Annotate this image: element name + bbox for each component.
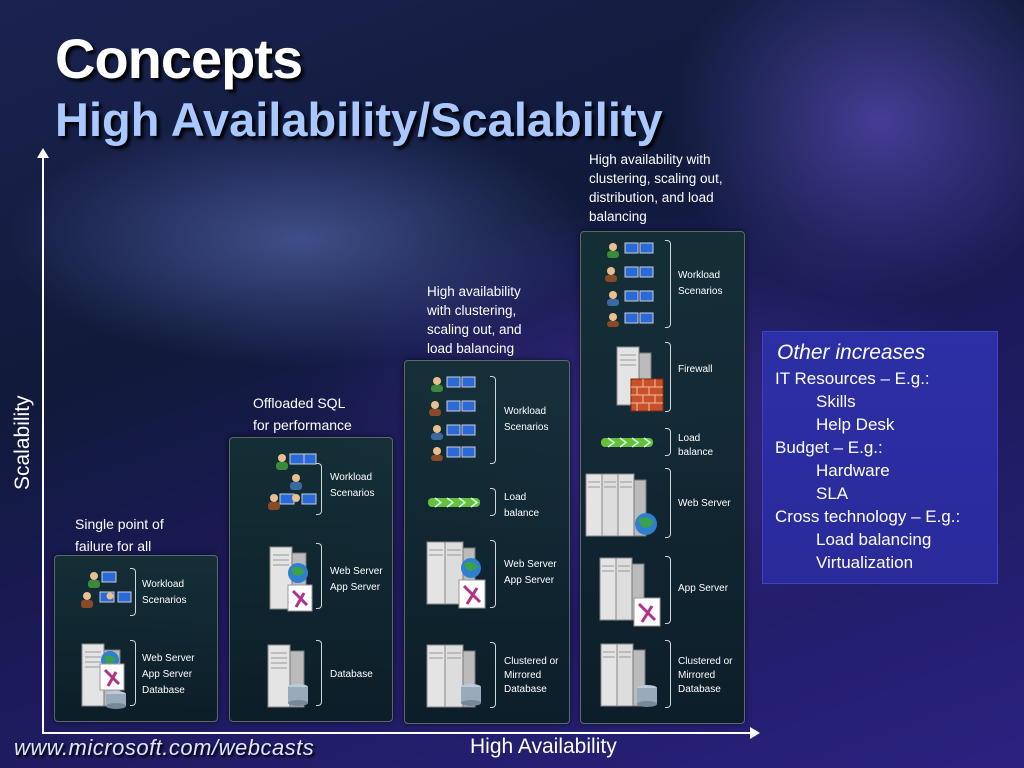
row-label-workload: Workload Scenarios xyxy=(330,472,375,499)
list-item: Skills xyxy=(816,392,856,411)
row-label-workload: Workload Scenarios xyxy=(142,579,187,606)
list-item: IT Resources – E.g.: xyxy=(775,369,930,388)
row-label-server: Web Server App Server xyxy=(504,559,557,586)
brace xyxy=(665,556,671,624)
row-label-web-server: Web Server xyxy=(678,498,731,509)
server-globe-icon xyxy=(268,545,318,618)
caption-distribution: High availability with clustering, scali… xyxy=(589,152,723,224)
users-icon xyxy=(603,241,655,332)
row-label-database: Clustered or Mirrored Database xyxy=(678,656,733,695)
caption-single-point: Single point of failure for all xyxy=(75,516,164,554)
users-icon xyxy=(427,375,477,466)
brace xyxy=(665,342,671,412)
row-label-firewall: Firewall xyxy=(678,364,713,375)
database-server-icon xyxy=(266,643,312,714)
row-label-server: Web Server App Server xyxy=(330,566,383,593)
brace xyxy=(316,463,322,515)
database-cluster-icon xyxy=(599,642,661,715)
brace xyxy=(316,640,322,706)
list-item: Help Desk xyxy=(816,415,895,434)
brace xyxy=(665,240,671,328)
brace xyxy=(490,642,496,708)
brace xyxy=(490,488,496,516)
list-item: Hardware xyxy=(816,461,890,480)
brace xyxy=(665,428,671,456)
caption-clustering: High availability with clustering, scali… xyxy=(427,284,522,356)
stage-column-1 xyxy=(54,555,218,722)
server-cluster-icon xyxy=(425,540,493,615)
subtitle: High Availability/Scalability xyxy=(55,93,663,146)
caption-offloaded-sql: Offloaded SQL for performance xyxy=(253,395,352,433)
list-item: SLA xyxy=(816,484,849,503)
brace xyxy=(130,568,136,616)
brace xyxy=(316,543,322,609)
y-axis xyxy=(37,148,49,734)
firewall-icon xyxy=(613,345,665,418)
brace xyxy=(665,640,671,708)
brace xyxy=(665,468,671,538)
row-label-database: Clustered or Mirrored Database xyxy=(504,656,559,695)
x-axis-label: High Availability xyxy=(470,735,617,758)
web-server-cluster-icon xyxy=(584,470,660,547)
app-server-cluster-icon xyxy=(598,556,664,633)
row-label-load-balance: Load balance xyxy=(504,492,540,519)
y-axis-label: Scalability xyxy=(11,395,34,490)
stage-column-2 xyxy=(229,437,393,722)
users-icon xyxy=(266,452,318,519)
list-item: Cross technology – E.g.: xyxy=(775,507,961,526)
server-database-icon xyxy=(80,642,130,715)
brace xyxy=(490,540,496,608)
load-balancer-icon xyxy=(427,494,481,515)
row-label-app-server: App Server xyxy=(678,583,729,594)
row-label-load-balance: Load balance xyxy=(678,433,714,458)
row-label-server: Web Server App Server Database xyxy=(142,653,195,696)
users-icon xyxy=(80,570,132,617)
brace xyxy=(130,640,136,706)
load-balancer-icon xyxy=(600,434,654,455)
footer-url: www.microsoft.com/webcasts xyxy=(14,735,315,760)
row-label-workload: Workload Scenarios xyxy=(678,270,723,297)
other-increases-box: Other increases IT Resources – E.g.: Ski… xyxy=(762,331,998,584)
list-item: Load balancing xyxy=(816,530,932,549)
row-label-workload: Workload Scenarios xyxy=(504,406,549,433)
x-axis xyxy=(42,727,760,739)
list-item: Budget – E.g.: xyxy=(775,438,883,457)
row-label-database: Database xyxy=(330,669,373,680)
database-cluster-icon xyxy=(425,643,485,714)
list-item: Virtualization xyxy=(816,553,914,572)
brace xyxy=(490,376,496,464)
other-increases-heading: Other increases xyxy=(777,341,926,364)
title: Concepts xyxy=(55,27,303,90)
